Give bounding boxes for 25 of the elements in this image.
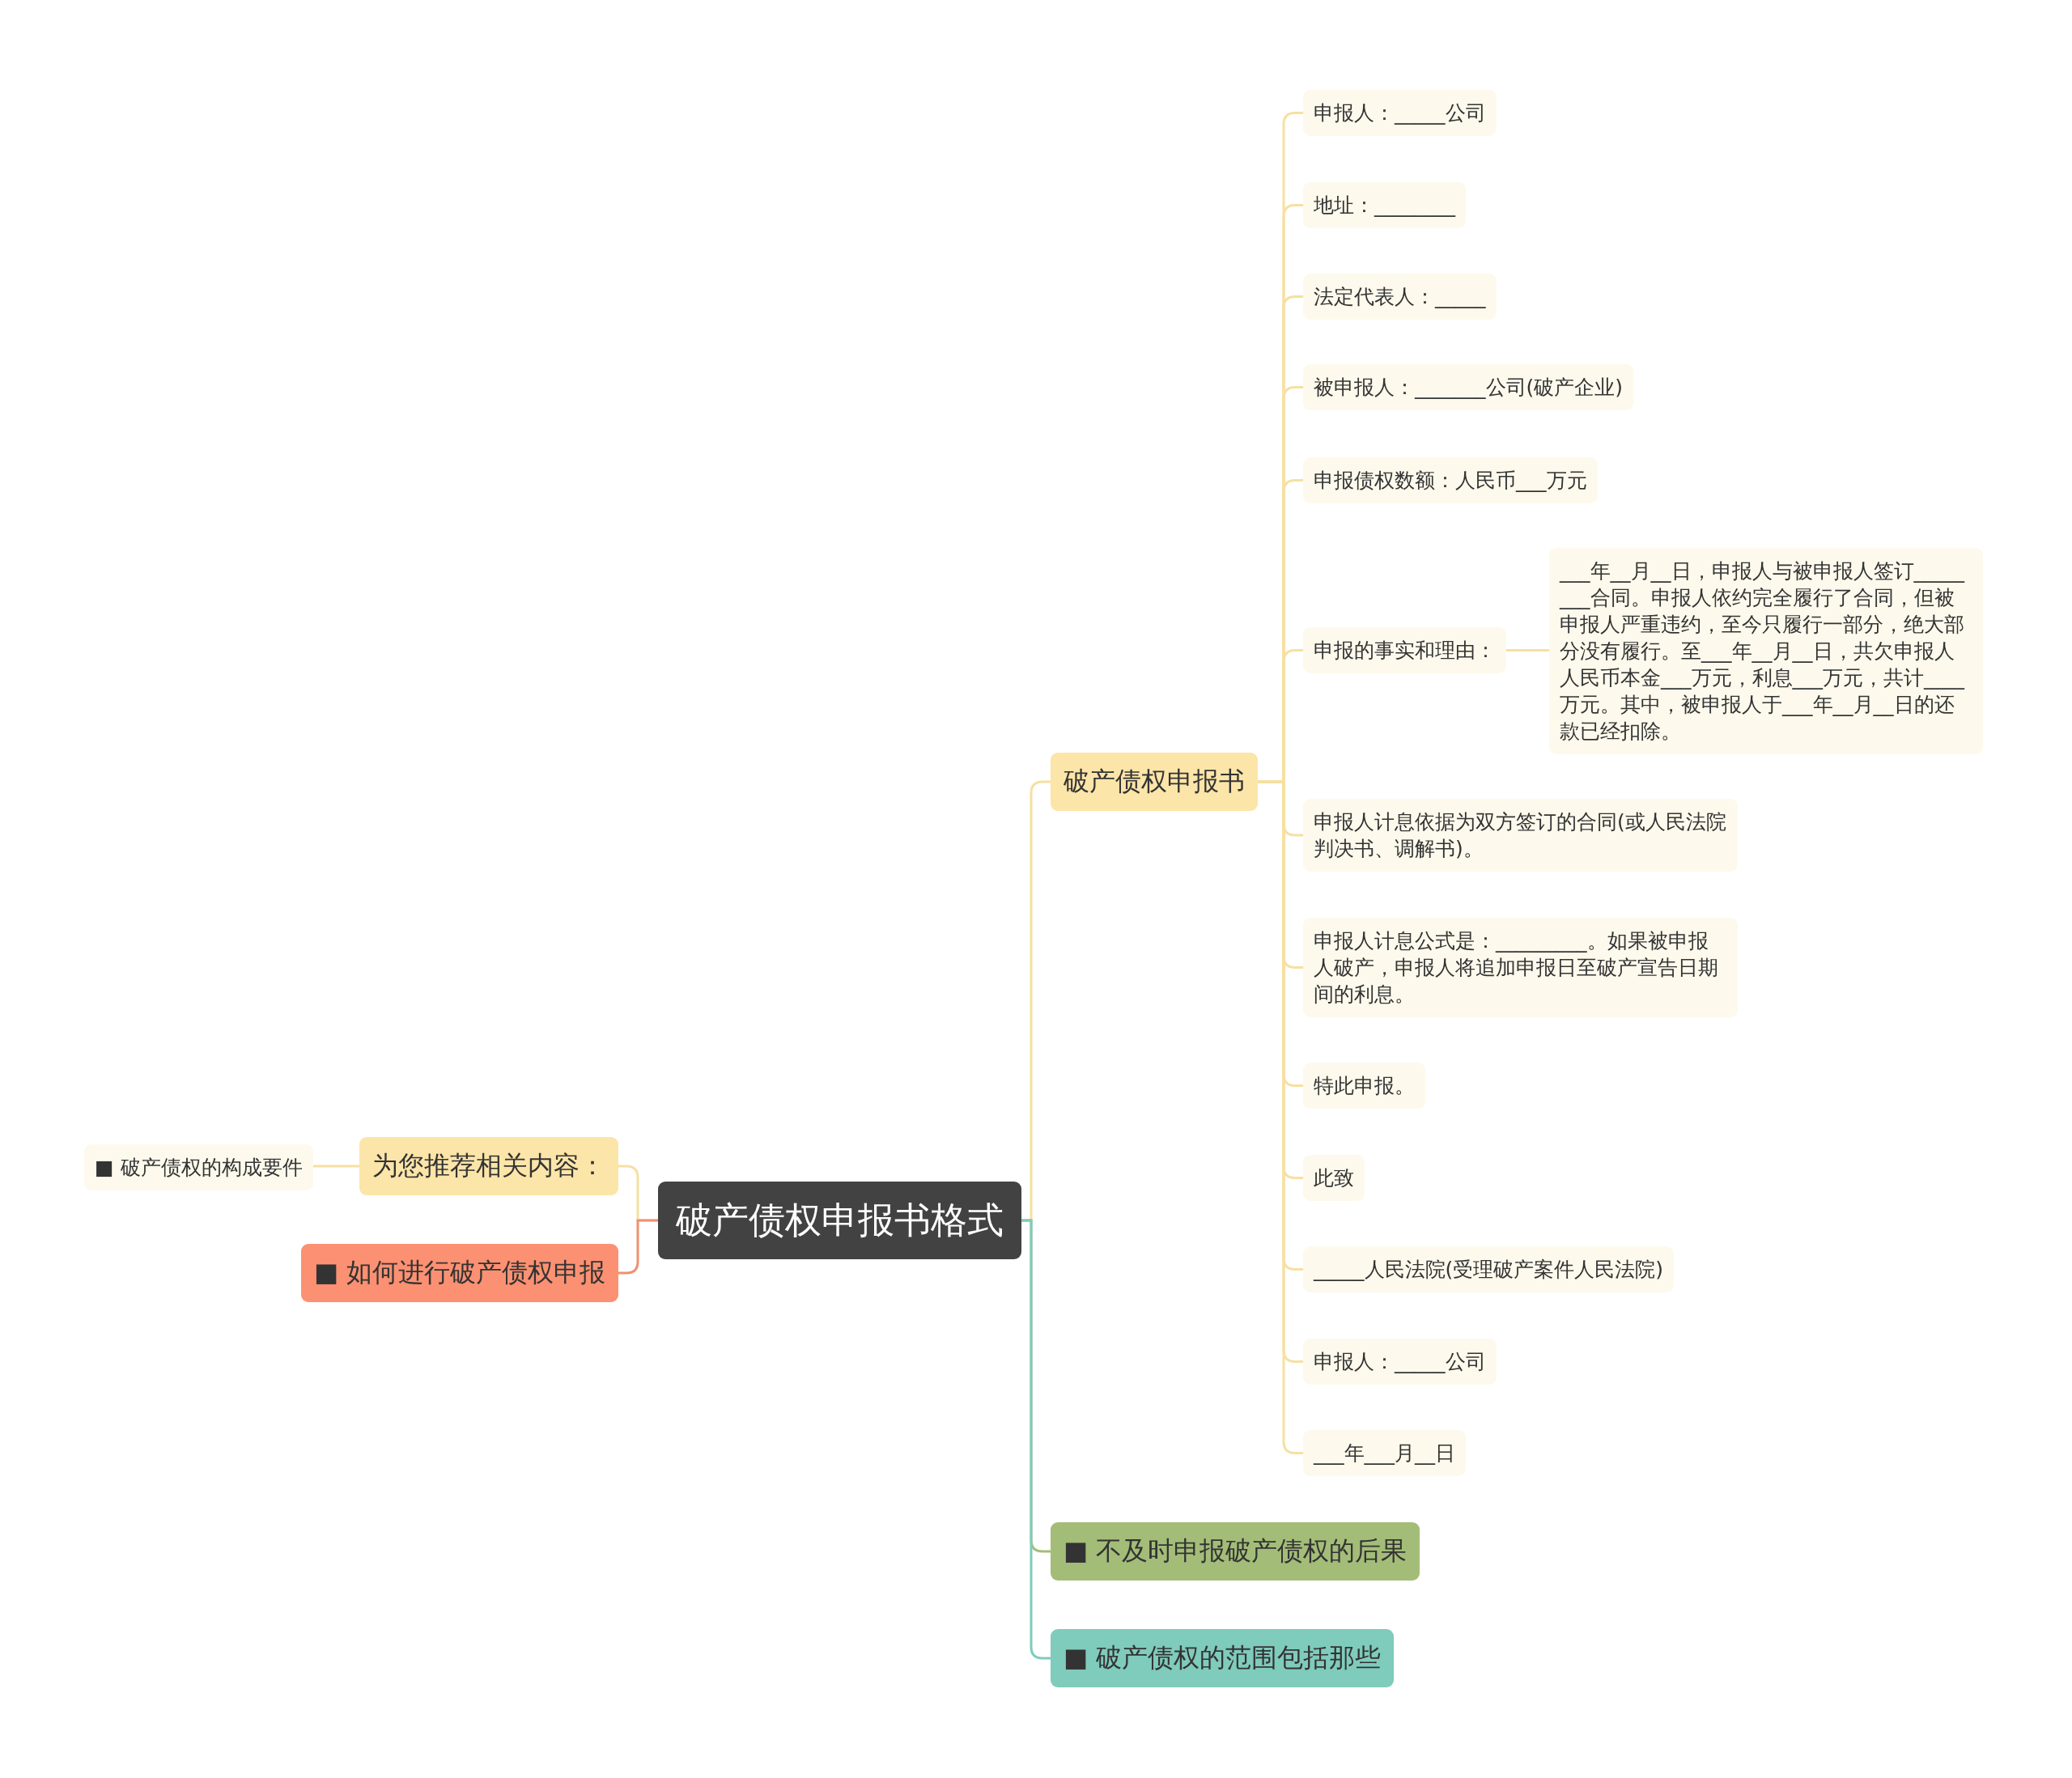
central-topic-box: 破产债权申报书格式 [658, 1182, 1021, 1259]
topic-box: ■ 如何进行破产债权申报 [301, 1244, 619, 1302]
item-box: 此致 [1303, 1154, 1365, 1201]
topic-box: ■ 不及时申报破产债权的后果 [1051, 1522, 1420, 1581]
item-box: 申报的事实和理由： [1303, 626, 1506, 673]
item-box: 地址：________ [1303, 181, 1466, 228]
item-box: ___年___月__日 [1303, 1429, 1466, 1476]
item-box: 申报人：_____公司 [1303, 1338, 1497, 1385]
connector-line [313, 1165, 359, 1168]
connector-line [1506, 649, 1549, 651]
topic-box: 为您推荐相关内容： [359, 1137, 618, 1195]
item-box: 特此申报。 [1303, 1062, 1425, 1109]
topic-box: 破产债权申报书 [1051, 753, 1258, 811]
topic-box: ■ 破产债权的范围包括那些 [1051, 1629, 1395, 1687]
connector-line [1021, 1219, 1051, 1660]
connector-line [618, 1219, 658, 1275]
item-box: 申报人计息公式是：_________。如果被申报人破产，申报人将追加申报日至破产宣告日期间的利息。 [1303, 917, 1738, 1017]
item-box: 申报人计息依据为双方签订的合同(或人民法院判决书、调解书)。 [1303, 799, 1738, 872]
item-box: 申报债权数额：人民币___万元 [1303, 456, 1598, 503]
link-item-box: ■ 破产债权的构成要件 [84, 1144, 313, 1190]
item-box: _____人民法院(受理破产案件人民法院) [1303, 1245, 1674, 1292]
item-box: 被申报人：_______公司(破产企业) [1303, 363, 1633, 410]
detail-box: ___年__月__日，申报人与被申报人签订________合同。申报人依约完全履行了合同，但被申报人严重违约，至今只履行一部分，绝大部分没有履行。至___年__月__日，共欠申报人人民币本金___万元，利息___万元，共计____万元。其中，被申报人于___年__月__日的还款已经扣除。 [1549, 547, 1983, 754]
item-box: 法定代表人：_____ [1303, 273, 1497, 320]
item-box: 申报人：_____公司 [1303, 89, 1497, 136]
